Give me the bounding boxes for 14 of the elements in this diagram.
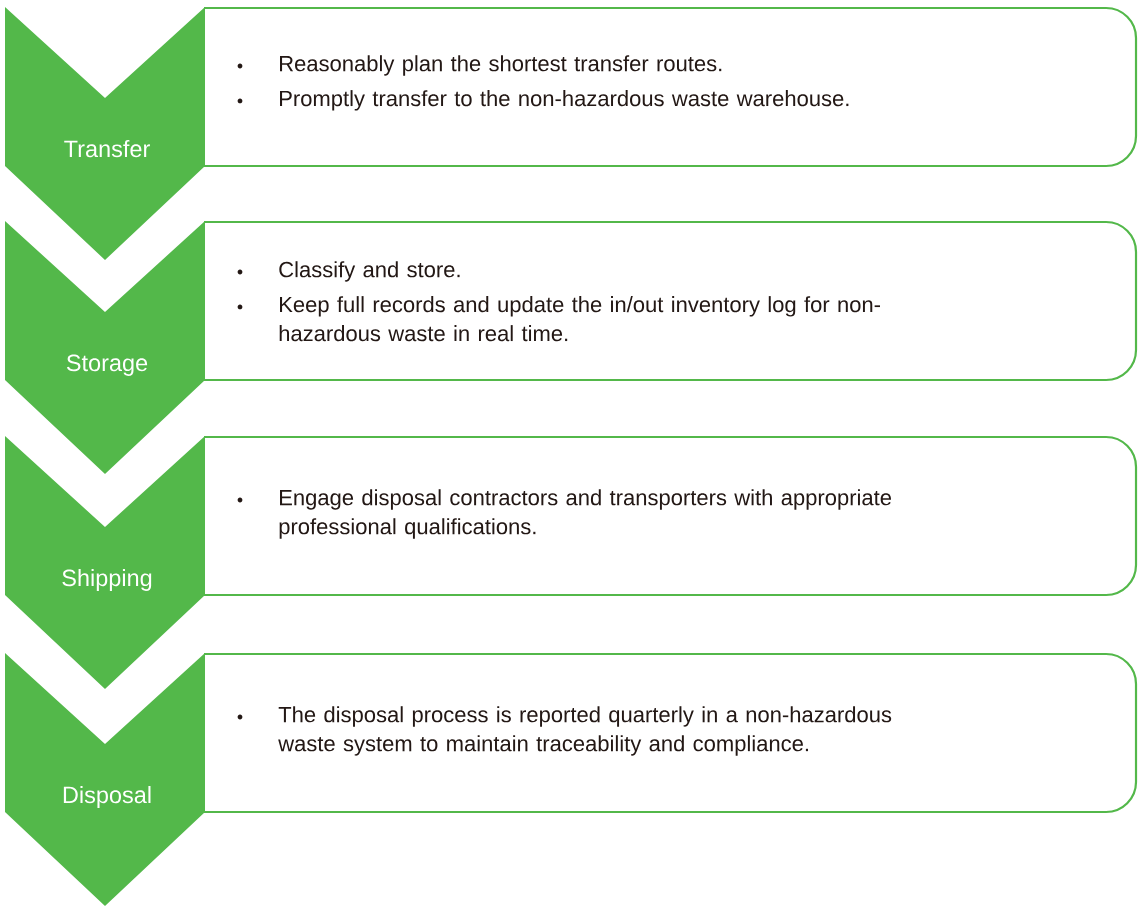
chevron-label-band: Disposal — [5, 653, 205, 906]
bullet-item: Keep full records and update the in/out inventory log for non-hazardous waste in real time. — [237, 296, 881, 342]
step-box — [204, 220, 1138, 382]
bullet-item: Reasonably plan the shortest transfer routes. — [237, 55, 722, 76]
step-box — [204, 435, 1138, 597]
bullet-item: The disposal process is reported quarterly in a non-hazardous waste system to maintain traceability and compliance. — [237, 706, 892, 756]
step-box — [204, 652, 1138, 814]
chevron-label-band: Transfer — [5, 7, 205, 260]
step-box — [204, 6, 1138, 168]
bullet-item: Classify and store. — [237, 261, 460, 282]
bullet-item: Engage disposal contractors and transporters with appropriate professional qualifications. — [237, 489, 891, 539]
chevron-label-band: Storage — [5, 221, 205, 474]
chevron-label-band: Shipping — [5, 436, 205, 689]
bullet-item: Promptly transfer to the non-hazardous waste warehouse. — [237, 90, 849, 111]
